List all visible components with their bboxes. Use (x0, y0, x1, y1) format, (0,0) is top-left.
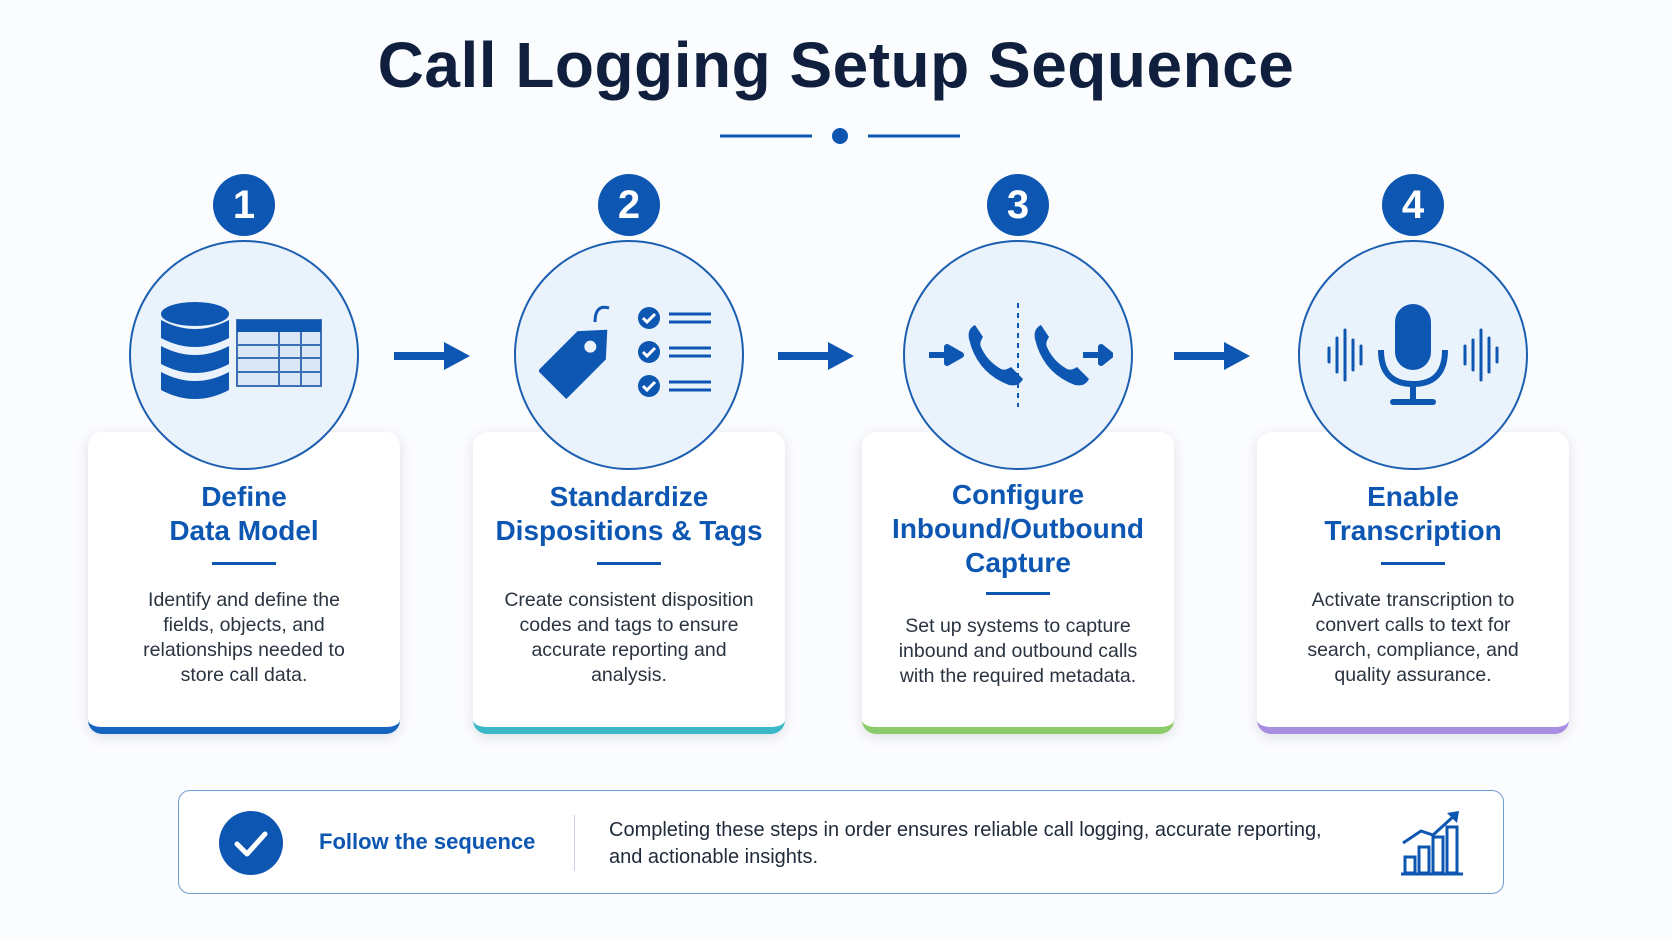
footer-text: Completing these steps in order ensures … (609, 817, 1322, 871)
database-table-icon (161, 302, 322, 399)
step-description: Create consistent disposition codes and … (473, 588, 785, 688)
microphone-soundwave-icon (1327, 304, 1499, 405)
step-description-line: accurate reporting and (531, 639, 727, 661)
step-description-line: convert calls to text for (1315, 614, 1511, 636)
step-description-line: Activate transcription to (1311, 589, 1515, 611)
title-divider (720, 128, 960, 144)
step-description-line: Set up systems to capture (905, 615, 1131, 637)
step-1: 1 Define Data Model Identify and defi (88, 0, 400, 760)
step-divider (212, 562, 276, 565)
step-number-badge: 2 (598, 174, 660, 236)
step-card (862, 432, 1174, 734)
step-heading-line: Transcription (1324, 515, 1502, 546)
step-description-line: analysis. (591, 664, 667, 686)
step-description-line: codes and tags to ensure (519, 614, 739, 636)
step-heading-line: Dispositions & Tags (495, 515, 763, 546)
step-heading-line: Standardize (549, 481, 709, 512)
step-card (88, 432, 400, 734)
step-description: Set up systems to capture inbound and ou… (862, 614, 1174, 689)
step-description-line: with the required metadata. (899, 665, 1137, 687)
step-description-line: quality assurance. (1334, 664, 1492, 686)
footer-callout: Follow the sequence Completing these ste… (178, 790, 1504, 894)
step-icon-circle (514, 240, 744, 470)
step-divider (1381, 562, 1445, 565)
step-description-line: relationships needed to (143, 639, 345, 661)
step-description-line: inbound and outbound calls (898, 640, 1138, 662)
step-number-badge: 4 (1382, 174, 1444, 236)
step-4: 4 Enable Transcription Activ (1257, 0, 1569, 760)
step-description: Activate transcription to convert calls … (1257, 588, 1569, 688)
step-description-line: fields, objects, and (163, 614, 325, 636)
page-title: Call Logging Setup Sequence (377, 29, 1295, 101)
step-heading: Standardize Dispositions & Tags (473, 480, 785, 548)
step-card (473, 432, 785, 734)
step-heading-line: Enable (1367, 481, 1459, 512)
step-divider (597, 562, 661, 565)
step-description-line: Create consistent disposition (504, 589, 754, 611)
step-3: 3 Configure Inbound/Outbound Capture Set… (862, 0, 1174, 760)
step-heading: Define Data Model (88, 480, 400, 548)
step-description: Identify and define the fields, objects,… (88, 588, 400, 688)
arrow-right-icon (778, 342, 854, 370)
step-icon-circle (129, 240, 359, 470)
step-number-badge: 1 (213, 174, 275, 236)
footer-text-line: Completing these steps in order ensures … (609, 819, 1322, 841)
step-divider (986, 592, 1050, 595)
step-icon-circle (1298, 240, 1528, 470)
footer-label: Follow the sequence (319, 829, 536, 854)
checkmark-icon (219, 811, 283, 875)
step-heading: Enable Transcription (1257, 480, 1569, 548)
step-description-line: search, compliance, and (1307, 639, 1519, 661)
step-number-badge: 3 (987, 174, 1049, 236)
arrow-right-icon (394, 342, 470, 370)
step-description-line: store call data. (180, 664, 308, 686)
step-heading-line: Capture (965, 547, 1071, 578)
step-heading-line: Inbound/Outbound (892, 513, 1144, 544)
footer-text-line: and actionable insights. (609, 846, 819, 868)
growth-chart-icon (1401, 811, 1463, 876)
step-description-line: Identify and define the (148, 589, 340, 611)
tag-checklist-icon (539, 305, 711, 400)
step-heading-line: Define (201, 481, 287, 512)
step-heading-line: Configure (951, 479, 1085, 510)
step-heading: Configure Inbound/Outbound Capture (862, 478, 1174, 580)
step-heading-line: Data Model (169, 515, 319, 546)
step-2: 2 Standardize (473, 0, 785, 760)
arrow-right-icon (1174, 342, 1250, 370)
step-card (1257, 432, 1569, 734)
step-icon-circle (903, 240, 1133, 470)
inbound-outbound-call-icon (929, 303, 1113, 407)
footer-separator (574, 815, 575, 871)
